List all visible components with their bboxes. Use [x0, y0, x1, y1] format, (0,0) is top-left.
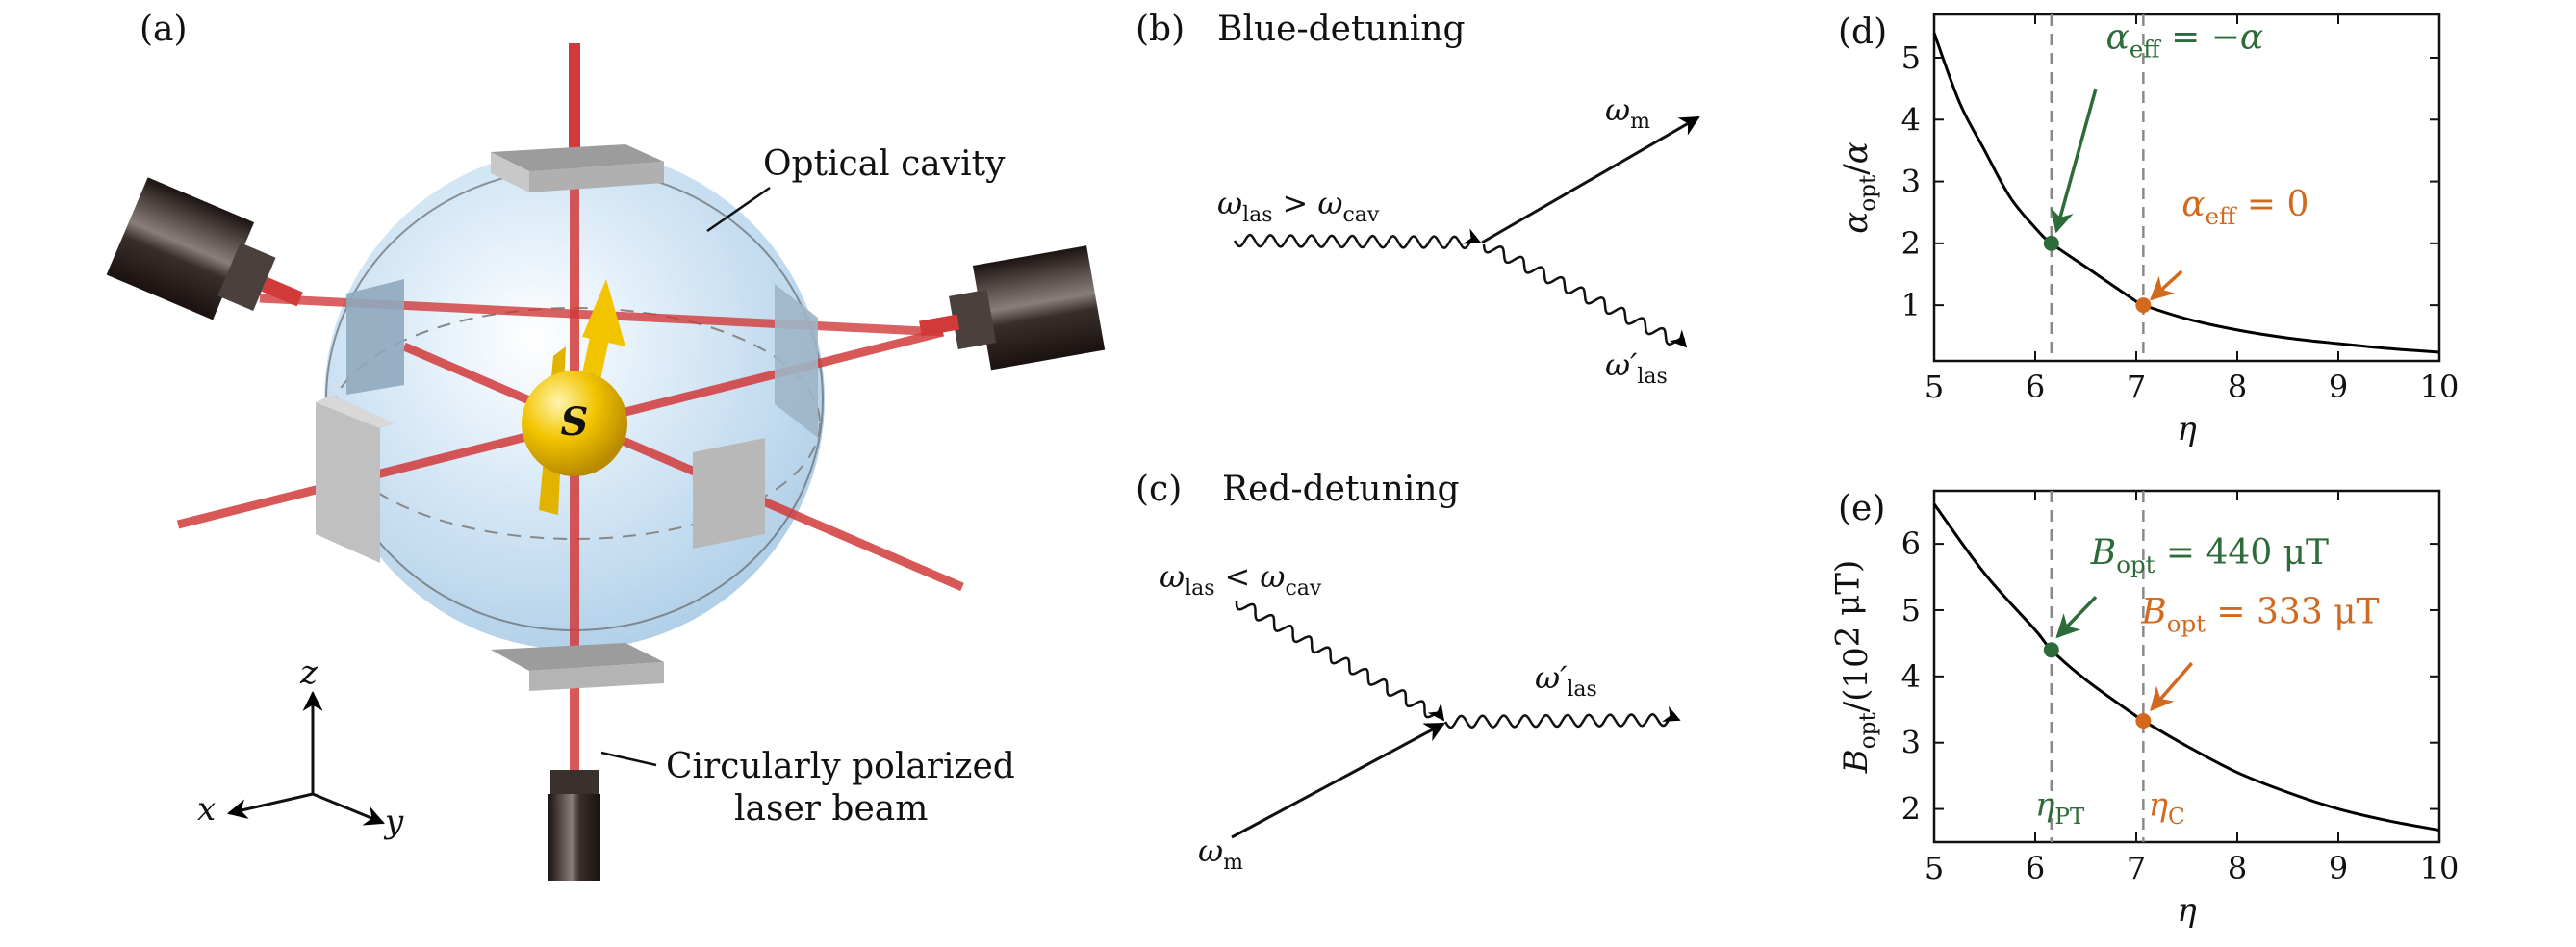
- mirror-top-side: [491, 152, 529, 192]
- highlight-point: [2043, 642, 2059, 658]
- c-outgoing-photon: [1443, 705, 1681, 729]
- x-tick-label: 8: [2228, 850, 2247, 886]
- x-tick-label: 7: [2127, 850, 2146, 886]
- annotation-arrow-green: [2051, 88, 2098, 234]
- y-axis-label: αopt/α: [1837, 141, 1881, 233]
- data-curve: [1932, 32, 2440, 354]
- spin-arrow-head: [582, 279, 625, 346]
- panel-b-title: Blue-detuning: [1217, 10, 1466, 49]
- panel-label: (e): [1838, 489, 1885, 528]
- x-axis-label: η: [2177, 410, 2197, 448]
- optical-cavity-label: Optical cavity: [763, 144, 1006, 184]
- chart-e: 5 6 7 8 9 10 2 3 4 5 6 (e) η Bopt/(102 μT) Bopt = 440 …: [1829, 489, 2460, 930]
- b-out-photon-label: ω′las: [1605, 346, 1668, 389]
- y-tick-label: 4: [1901, 101, 1921, 138]
- panel-b-label: (b): [1135, 10, 1185, 49]
- panel-a-label: (a): [140, 10, 188, 49]
- beam-pointer: [600, 751, 657, 767]
- b-outgoing-photon: [1482, 243, 1688, 348]
- highlight-point: [2135, 297, 2152, 314]
- axis-z-label: z: [299, 653, 319, 692]
- x-tick-label: 10: [2420, 850, 2460, 886]
- highlight-point: [2043, 235, 2059, 251]
- c-incoming-photon: [1235, 601, 1445, 722]
- y-tick-label: 1: [1901, 287, 1921, 323]
- chart-d: 5 6 7 8 9 10 1 2 3 4 5 (d) η αopt/α αeff = −α αeff = 0: [1837, 13, 2459, 448]
- x-tick-label: 6: [2026, 850, 2045, 886]
- axis-y-label: y: [383, 803, 404, 841]
- x-tick-label: 6: [2026, 369, 2045, 405]
- mirror-front-left: [316, 402, 380, 563]
- laser-source-bottom: [548, 770, 600, 881]
- laser-source-left: [106, 177, 303, 320]
- y-tick-label: 2: [1901, 225, 1921, 262]
- c-in-phonon-label: ωm: [1198, 832, 1243, 875]
- y-tick-label: 2: [1901, 791, 1921, 828]
- eta-pt-label: ηPT: [2035, 785, 2085, 830]
- highlight-point: [2135, 712, 2152, 729]
- x-tick-label: 10: [2420, 369, 2460, 405]
- b-incoming-photon: [1233, 228, 1482, 250]
- c-out-photon-label: ω′las: [1535, 659, 1597, 702]
- annotation-b-333: Bopt = 333 μT: [2140, 593, 2379, 638]
- panel-a: (a) S: [106, 10, 1106, 881]
- mirror-back-left: [346, 279, 404, 395]
- x-tick-label: 9: [2329, 369, 2348, 405]
- y-tick-label: 3: [1901, 164, 1921, 200]
- b-out-phonon-label: ωm: [1605, 91, 1650, 134]
- x-axis-label: η: [2177, 891, 2197, 930]
- mirror-bottom: [491, 643, 664, 671]
- annotation-arrow-green: [2055, 595, 2098, 639]
- x-tick-label: 5: [1925, 850, 1944, 886]
- laser-beam-diagonal-3: [402, 342, 964, 592]
- y-axis-label: Bopt/(102 μT): [1829, 560, 1881, 774]
- panel-b: (b) Blue-detuning ωlas>ωcav ωm ω′las: [1135, 10, 1700, 389]
- beam-label-line2: laser beam: [734, 789, 928, 829]
- laser-beam-top: [569, 43, 580, 164]
- x-tick-label: 9: [2329, 850, 2348, 886]
- y-tick-label: 5: [1901, 39, 1921, 76]
- plot-frame: [1932, 13, 2441, 363]
- beam-label-line1: Circularly polarized: [666, 747, 1015, 786]
- x-tick-label: 7: [2127, 369, 2146, 405]
- panel-c-title: Red-detuning: [1222, 470, 1460, 509]
- panel-label: (d): [1838, 13, 1887, 52]
- optical-cavity-pointer: [706, 186, 771, 233]
- mirror-back-right: [775, 284, 818, 438]
- b-phonon-arrow: [1481, 115, 1700, 244]
- annotation-arrow-orange: [2150, 661, 2194, 712]
- c-phonon-arrow: [1231, 722, 1445, 839]
- plot-frame: [1932, 489, 2441, 844]
- c-in-omega: ωlas<ωcav: [1160, 558, 1322, 601]
- eta-c-label: ηC: [2149, 785, 2185, 830]
- x-tick-label: 5: [1925, 369, 1944, 405]
- laser-source-right: [919, 245, 1106, 371]
- panel-c: (c) Red-detuning ωlas<ωcav ω′las ωm: [1135, 470, 1681, 875]
- mirror-front-right: [693, 438, 765, 549]
- y-tick-label: 6: [1901, 525, 1921, 562]
- y-tick-label: 3: [1901, 725, 1921, 761]
- annotation-arrow-orange: [2149, 269, 2183, 301]
- axis-triad: z x y: [197, 653, 404, 841]
- y-tick-label: 5: [1901, 592, 1921, 628]
- spin-symbol: S: [561, 399, 589, 445]
- b-in-omega: ωlas>ωcav: [1217, 185, 1380, 227]
- x-tick-label: 8: [2228, 369, 2247, 405]
- annotation-b-440: Bopt = 440 μT: [2090, 533, 2329, 578]
- mirror-top: [491, 144, 664, 171]
- annotation-alpha-zero: αeff = 0: [2181, 185, 2308, 230]
- panel-c-label: (c): [1135, 470, 1182, 509]
- axis-x-label: x: [197, 790, 216, 829]
- annotation-alpha-neg: αeff = −α: [2106, 17, 2264, 63]
- y-tick-label: 4: [1901, 658, 1921, 695]
- spin-ball: [522, 371, 627, 476]
